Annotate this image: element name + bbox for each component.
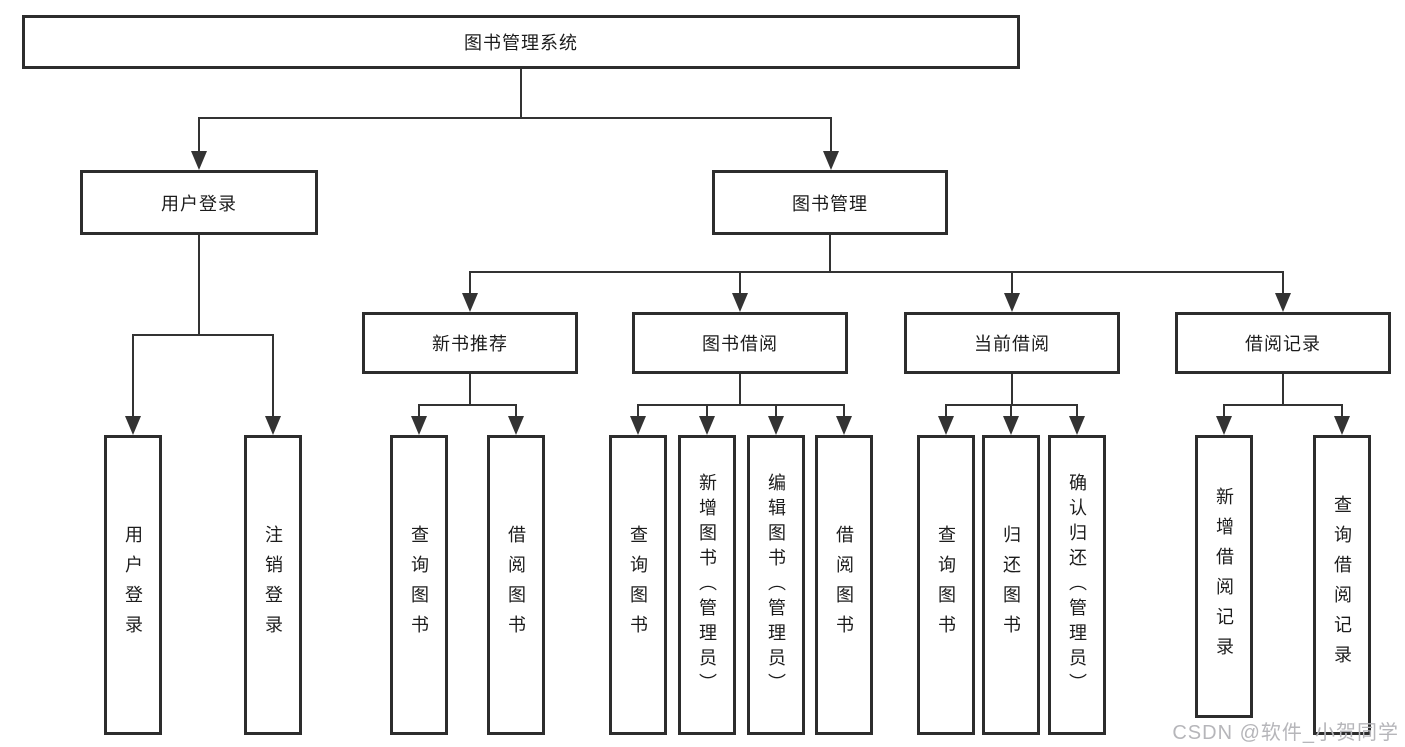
connector-records-bus — [1223, 404, 1343, 406]
connector-root-drop — [520, 68, 522, 119]
leaf-label: 查询图书 — [628, 525, 648, 645]
connector-book-mgmt-drop — [829, 235, 831, 273]
connector-leg — [1010, 404, 1012, 420]
leaf-label: 用户登录 — [123, 525, 143, 645]
leaf-label: 确认归还（管理员） — [1067, 472, 1087, 698]
node-label: 用户登录 — [161, 193, 237, 214]
connector-leg — [198, 117, 200, 155]
node-user-login: 用户登录 — [80, 170, 318, 235]
leaf-label: 归还图书 — [1001, 525, 1021, 645]
connector-leg — [775, 404, 777, 420]
leaf-return-books: 归还图书 — [982, 435, 1040, 735]
arrow-down-icon — [699, 416, 715, 435]
leaf-borrow-books-recommend: 借阅图书 — [487, 435, 545, 735]
leaf-label: 新增借阅记录 — [1214, 486, 1234, 667]
connector-records-drop — [1282, 374, 1284, 406]
connector-leg — [272, 334, 274, 420]
connector-leg — [1341, 404, 1343, 420]
csdn-watermark: CSDN @软件_小贺同学 — [1172, 722, 1399, 744]
arrow-down-icon — [125, 416, 141, 435]
leaf-label: 编辑图书（管理员） — [766, 472, 786, 698]
connector-current-drop — [1011, 374, 1013, 406]
node-label: 图书管理系统 — [464, 33, 578, 53]
connector-leg — [830, 117, 832, 155]
connector-leg — [945, 404, 947, 420]
connector-leg — [739, 271, 741, 297]
arrow-down-icon — [836, 416, 852, 435]
leaf-add-books-admin: 新增图书（管理员） — [678, 435, 736, 735]
leaf-query-borrow-record: 查询借阅记录 — [1313, 435, 1371, 735]
node-label: 借阅记录 — [1245, 334, 1321, 354]
arrow-down-icon — [462, 293, 478, 312]
connector-borrowing-bus — [637, 404, 845, 406]
connector-level3-bus — [469, 271, 1284, 273]
arrow-down-icon — [768, 416, 784, 435]
leaf-label: 查询图书 — [936, 525, 956, 645]
leaf-query-books-current: 查询图书 — [917, 435, 975, 735]
arrow-down-icon — [508, 416, 524, 435]
connector-leg — [132, 334, 134, 420]
leaf-query-books-recommend: 查询图书 — [390, 435, 448, 735]
node-library-management-system: 图书管理系统 — [22, 15, 1020, 69]
connector-leg — [469, 271, 471, 297]
node-new-book-recommendation: 新书推荐 — [362, 312, 578, 374]
connector-leg — [515, 404, 517, 420]
node-label: 图书管理 — [792, 193, 868, 214]
node-book-management: 图书管理 — [712, 170, 948, 235]
arrow-down-icon — [411, 416, 427, 435]
arrow-down-icon — [1334, 416, 1350, 435]
connector-leg — [1011, 271, 1013, 297]
arrow-down-icon — [823, 151, 839, 170]
connector-borrowing-drop — [739, 374, 741, 406]
node-label: 当前借阅 — [974, 334, 1050, 354]
node-label: 新书推荐 — [432, 334, 508, 354]
arrow-down-icon — [265, 416, 281, 435]
connector-leg — [1282, 271, 1284, 297]
node-label: 图书借阅 — [702, 334, 778, 354]
arrow-down-icon — [1069, 416, 1085, 435]
connector-leg — [637, 404, 639, 420]
leaf-confirm-return-admin: 确认归还（管理员） — [1048, 435, 1106, 735]
connector-newbook-drop — [469, 374, 471, 406]
leaf-label: 查询借阅记录 — [1332, 495, 1352, 675]
connector-newbook-bus — [418, 404, 517, 406]
connector-user-login-bus — [132, 334, 274, 336]
node-book-borrowing: 图书借阅 — [632, 312, 848, 374]
leaf-logout: 注销登录 — [244, 435, 302, 735]
leaf-label: 查询图书 — [409, 525, 429, 645]
connector-user-login-drop — [198, 235, 200, 336]
arrow-down-icon — [1275, 293, 1291, 312]
connector-leg — [1076, 404, 1078, 420]
leaf-label: 注销登录 — [263, 525, 283, 645]
arrow-down-icon — [938, 416, 954, 435]
node-current-borrowing: 当前借阅 — [904, 312, 1120, 374]
leaf-borrow-books: 借阅图书 — [815, 435, 873, 735]
connector-leg — [1223, 404, 1225, 420]
leaf-query-books-borrowing: 查询图书 — [609, 435, 667, 735]
leaf-user-login: 用户登录 — [104, 435, 162, 735]
connector-leg — [843, 404, 845, 420]
leaf-add-borrow-record: 新增借阅记录 — [1195, 435, 1253, 718]
leaf-label: 借阅图书 — [506, 525, 526, 645]
arrow-down-icon — [732, 293, 748, 312]
leaf-edit-books-admin: 编辑图书（管理员） — [747, 435, 805, 735]
arrow-down-icon — [1003, 416, 1019, 435]
arrow-down-icon — [1004, 293, 1020, 312]
connector-leg — [418, 404, 420, 420]
leaf-label: 新增图书（管理员） — [697, 472, 717, 698]
arrow-down-icon — [191, 151, 207, 170]
node-borrowing-records: 借阅记录 — [1175, 312, 1391, 374]
arrow-down-icon — [630, 416, 646, 435]
leaf-label: 借阅图书 — [834, 525, 854, 645]
connector-leg — [706, 404, 708, 420]
arrow-down-icon — [1216, 416, 1232, 435]
connector-level2-bus — [198, 117, 832, 119]
